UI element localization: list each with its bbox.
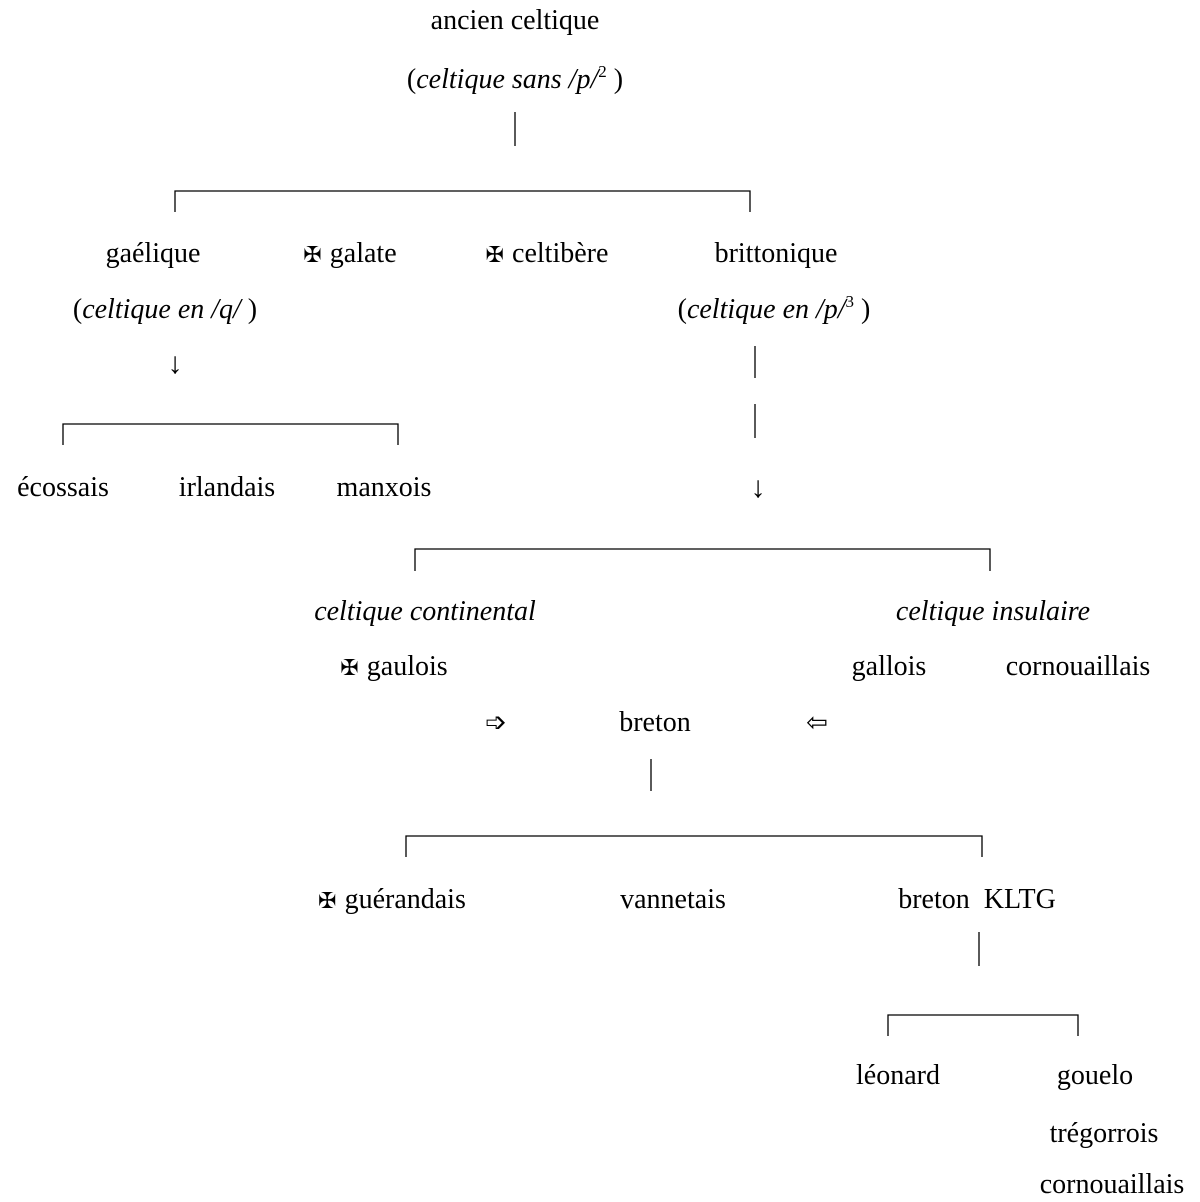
celtique-continental-label: celtique continental — [314, 596, 536, 627]
extinct-cross-icon: ✠ — [303, 243, 322, 268]
extinct-cross-icon: ✠ — [318, 889, 337, 914]
breton-kltg-label: breton KLTG — [898, 884, 1056, 915]
brittonique-note-main: celtique en /p/ — [686, 294, 846, 325]
brittonique-bracket — [414, 548, 991, 571]
gaelique-note-close: ) — [240, 294, 258, 325]
gaulois-label: gaulois — [366, 651, 448, 682]
brittonique-label: brittonique — [714, 238, 838, 269]
root-note: (celtique sans /p/2 ) — [407, 63, 623, 97]
arrow-left-icon: ⇦ — [806, 708, 828, 738]
gaelique-down-arrow-icon: ↓ — [167, 347, 183, 380]
gaelique-note: (celtique en /q/ ) — [73, 293, 257, 327]
irlandais-label: irlandais — [178, 472, 276, 503]
root-note-footnote: 2 — [598, 62, 607, 81]
manxois-label: manxois — [336, 472, 432, 503]
root-note-close: ) — [606, 64, 624, 95]
extinct-cross-icon: ✠ — [485, 243, 505, 268]
breton-label: breton — [619, 707, 691, 738]
gaelique-label: gaélique — [105, 238, 201, 269]
celtique-insulaire-label: celtique insulaire — [895, 596, 1091, 627]
gouelo-label: gouelo — [1056, 1060, 1134, 1091]
kltg-bracket — [887, 1014, 1079, 1036]
gaelique-note-open: ( — [72, 294, 83, 325]
guerandais-label: guérandais — [344, 884, 466, 915]
cornouaillais-insular-label: cornouaillais — [1005, 651, 1151, 682]
root-label: ancien celtique — [430, 5, 600, 36]
galate-label: galate — [329, 238, 397, 269]
gaelique-bracket — [62, 423, 399, 445]
arrow-right-icon: ➩ — [485, 708, 507, 738]
root-note-main: celtique sans /p/ — [416, 64, 599, 95]
brittonique-note-footnote: 3 — [845, 292, 855, 311]
brittonique-note: (celtique en /p/3 ) — [678, 293, 871, 327]
breton-bracket — [405, 835, 983, 857]
tregorrois-label: trégorrois — [1049, 1118, 1159, 1149]
root-note-open: ( — [406, 64, 417, 95]
gaulois-node: ✠ gaulois — [340, 650, 447, 686]
brittonique-note-close: ) — [854, 294, 871, 325]
root-bracket — [174, 190, 751, 212]
brittonique-down-arrow-icon: ↓ — [750, 471, 766, 504]
extinct-cross-icon: ✠ — [340, 656, 359, 681]
vannetais-label: vannetais — [620, 884, 726, 915]
brittonique-note-open: ( — [677, 294, 687, 325]
galate-node: ✠ galate — [303, 237, 396, 273]
gaelique-note-main: celtique en /q/ — [82, 294, 241, 325]
gallois-label: gallois — [851, 651, 927, 682]
celtibere-label: celtibère — [512, 238, 609, 269]
cornouaillais-dialect-label: cornouaillais — [1039, 1169, 1185, 1200]
celtibere-node: ✠ celtibère — [486, 237, 609, 273]
leonard-label: léonard — [856, 1060, 940, 1091]
ecossais-label: écossais — [17, 472, 109, 503]
guerandais-node: ✠ guérandais — [318, 883, 466, 919]
